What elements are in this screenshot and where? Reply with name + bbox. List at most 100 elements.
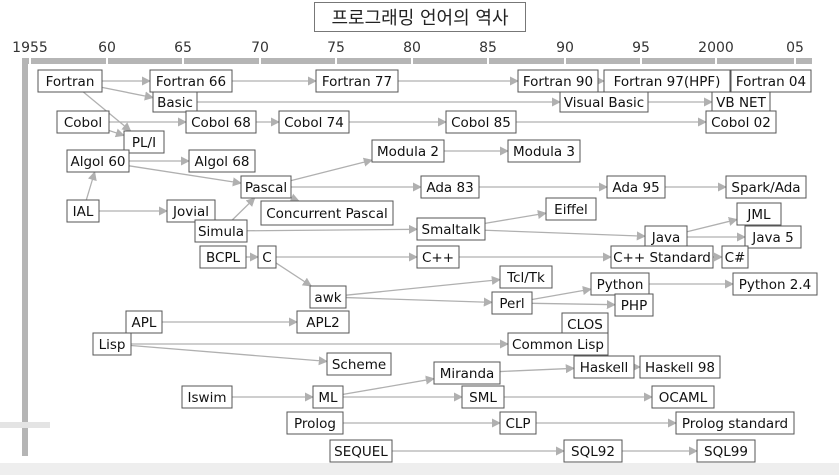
node-label: Lisp	[99, 337, 126, 353]
node-box	[730, 69, 812, 93]
node-label: C#	[725, 250, 746, 266]
node-ada95: Ada 95	[606, 175, 666, 199]
node-label: Fortran 04	[736, 74, 806, 90]
node-box	[461, 385, 505, 409]
edge-java-to-jml	[686, 216, 738, 233]
node-fortran: Fortran	[37, 69, 103, 93]
node-label: ML	[318, 390, 338, 406]
node-label: Ada 83	[426, 180, 473, 196]
node-iswim: Iswim	[181, 385, 233, 409]
node-box	[152, 91, 198, 113]
node-box	[326, 352, 392, 376]
edge-simula-to-pascal	[231, 197, 256, 221]
node-python: Python	[590, 272, 650, 296]
node-php: PHP	[614, 293, 654, 317]
year-label: 60	[98, 40, 116, 56]
edge-smalltalk-to-eiffel	[484, 210, 547, 224]
node-label: Basic	[157, 95, 193, 111]
edges	[82, 76, 746, 456]
node-label: SML	[469, 390, 497, 406]
node-cobol74: Cobol 74	[278, 110, 350, 134]
node-box	[603, 69, 731, 93]
node-label: Iswim	[188, 390, 227, 406]
edge-ial-to-algol60	[85, 171, 97, 201]
node-label: Haskell 98	[645, 360, 715, 376]
node-label: OCAML	[659, 390, 708, 406]
node-label: SQL92	[571, 444, 615, 460]
node-box	[185, 110, 257, 134]
node-label: Scheme	[332, 357, 386, 373]
node-label: Fortran 97(HPF)	[614, 74, 721, 90]
node-sparkada: Spark/Ada	[725, 175, 807, 199]
node-box	[420, 175, 480, 199]
node-tcltk: Tcl/Tk	[499, 265, 553, 289]
node-box	[507, 332, 609, 356]
node-label: PHP	[621, 298, 647, 314]
edge-perl-to-php	[531, 300, 616, 310]
year-label: 90	[556, 40, 574, 56]
node-box	[286, 411, 344, 435]
node-box	[416, 245, 460, 269]
node-box	[194, 219, 248, 243]
year-label: 70	[251, 40, 269, 56]
year-label: 2000	[698, 40, 734, 56]
node-label: Concurrent Pascal	[266, 206, 388, 222]
node-algol60: Algol 60	[66, 149, 130, 173]
node-label: Fortran	[46, 74, 95, 90]
node-box	[545, 197, 597, 221]
node-label: C	[262, 250, 271, 266]
node-label: Modula 2	[377, 144, 439, 160]
node-prolog: Prolog	[286, 411, 344, 435]
node-label: IAL	[73, 204, 94, 220]
edge-lisp-to-scheme	[130, 344, 328, 366]
node-label: Fortran 77	[322, 74, 392, 90]
node-box	[257, 245, 277, 269]
node-box	[416, 217, 486, 241]
node-label: VB NET	[716, 95, 766, 111]
node-eiffel: Eiffel	[545, 197, 597, 221]
edge-ml-to-miranda	[342, 375, 435, 396]
node-box	[188, 149, 256, 173]
node-box	[66, 199, 100, 223]
node-cppstd: C++ Standard	[610, 245, 714, 269]
timeline-cross-mark	[0, 422, 50, 428]
node-box	[240, 175, 292, 199]
node-label: Common Lisp	[512, 337, 604, 353]
node-box	[66, 149, 130, 173]
node-label: Prolog	[294, 416, 336, 432]
node-basic: Basic	[152, 91, 198, 113]
node-java5: Java 5	[744, 225, 802, 249]
node-label: Fortran 90	[523, 74, 593, 90]
node-cobol85: Cobol 85	[445, 110, 517, 134]
node-label: Fortran 66	[156, 74, 226, 90]
node-label: Eiffel	[554, 202, 588, 218]
node-label: SQL99	[704, 444, 748, 460]
node-label: Spark/Ada	[731, 180, 800, 196]
node-box	[166, 199, 216, 223]
node-label: Tcl/Tk	[506, 270, 545, 286]
node-box	[312, 385, 344, 409]
node-awk: awk	[309, 285, 347, 309]
node-label: Ada 95	[612, 180, 659, 196]
node-box	[499, 411, 537, 435]
node-lisp: Lisp	[92, 332, 132, 356]
node-box	[559, 91, 649, 113]
node-label: Algol 68	[194, 154, 249, 170]
node-label: Python	[597, 277, 644, 293]
node-fortran66: Fortran 66	[149, 69, 233, 93]
node-box	[260, 200, 394, 226]
node-label: Java 5	[751, 230, 793, 246]
node-pascal: Pascal	[240, 175, 292, 199]
node-label: Cobol 85	[451, 115, 511, 131]
node-vbnet: VB NET	[711, 91, 771, 113]
node-box	[123, 130, 165, 154]
node-haskell98: Haskell 98	[639, 355, 721, 379]
node-box	[675, 411, 795, 435]
node-box	[329, 439, 393, 463]
node-algol68: Algol 68	[188, 149, 256, 173]
node-box	[744, 225, 802, 249]
node-cobol: Cobol	[56, 110, 110, 134]
node-csharp: C#	[721, 245, 749, 269]
